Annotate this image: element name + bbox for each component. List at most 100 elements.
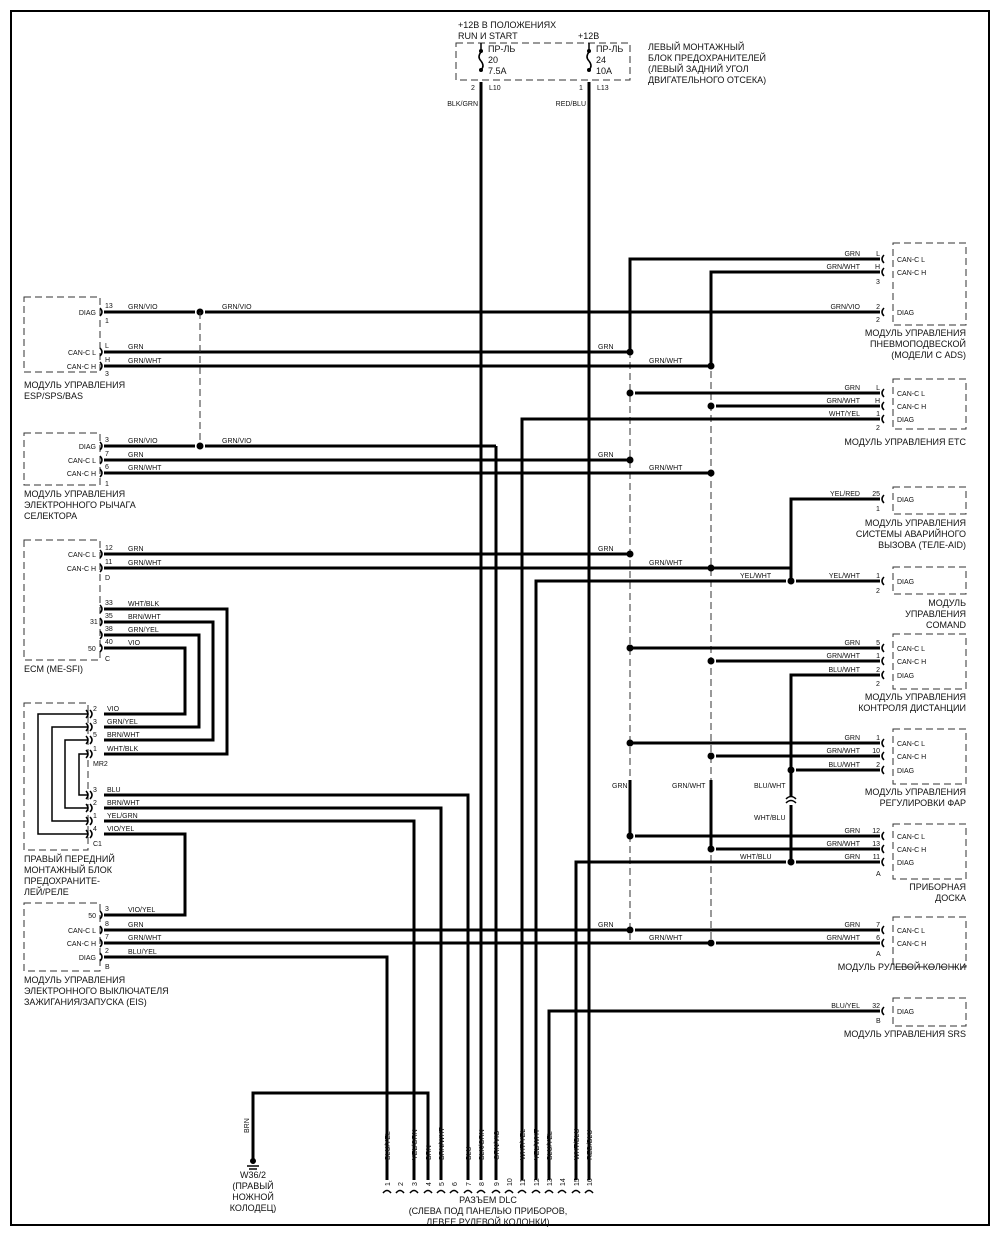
- wire-color-label: YEL/GRN: [107, 813, 138, 820]
- pin-function: CAN-C H: [897, 404, 926, 411]
- esp-module: [23, 296, 101, 373]
- pin-number: 7: [105, 451, 109, 458]
- dlc-pin-icon: [544, 1189, 554, 1194]
- fuse-terminal: [587, 68, 591, 72]
- pin-function: CAN-C L: [897, 646, 925, 653]
- teleaid-module-label: СИСТЕМЫ АВАРИЙНОГО: [856, 528, 966, 539]
- dlc-pin-number: 14: [560, 1178, 567, 1186]
- esp-module-label: ESP/SPS/BAS: [24, 391, 83, 401]
- fuse-label: ПР-ЛЬ: [596, 44, 623, 54]
- connector-id: 2: [876, 425, 880, 432]
- ground-icon: [250, 1158, 256, 1164]
- dlc-wire-label: WHT/YEL: [520, 1129, 527, 1160]
- pin-number: 1: [93, 746, 97, 753]
- connector-pin-icon: [99, 952, 103, 962]
- dlc-pin-number: 8: [479, 1182, 486, 1186]
- wire-color-label: GRN: [844, 854, 860, 861]
- pin-number: H: [875, 398, 880, 405]
- pin-function: 31: [90, 619, 98, 626]
- pin-number: H: [875, 264, 880, 271]
- pin-number: 11: [105, 559, 112, 566]
- grn-yel-wire: [104, 633, 201, 729]
- connector-pin-icon: [881, 765, 885, 775]
- internal-link: [64, 739, 88, 809]
- wire-color-label: GRN/WHT: [649, 465, 683, 472]
- ground-label: W36/2: [240, 1170, 266, 1180]
- wire-color-label: YEL/WHT: [829, 573, 861, 580]
- connector-pin-icon: [881, 831, 885, 841]
- wire-color-label: GRN: [128, 922, 144, 929]
- wire-color-label: GRN/WHT: [827, 398, 861, 405]
- etc-module-label: МОДУЛЬ УПРАВЛЕНИЯ ETC: [844, 437, 966, 447]
- connector-pin-icon: [89, 709, 93, 719]
- headlamp-module-label: МОДУЛЬ УПРАВЛЕНИЯ: [865, 787, 966, 797]
- pin-function: DIAG: [79, 955, 96, 962]
- pin-number: 5: [93, 732, 97, 739]
- cluster-module-label: ДОСКА: [935, 893, 966, 903]
- connector-pin-icon: [99, 361, 103, 371]
- pin-function: DIAG: [897, 1009, 914, 1016]
- selector-module-label: СЕЛЕКТОРА: [24, 511, 77, 521]
- pin-function: DIAG: [897, 417, 914, 424]
- pin-number: 1: [876, 735, 880, 742]
- pin-number: L: [876, 251, 880, 258]
- connector-id: 2: [876, 317, 880, 324]
- wht-blk-wire: [104, 607, 229, 756]
- connector-id: A: [876, 951, 881, 958]
- dlc-pin-icon: [517, 1189, 527, 1194]
- connector-pin-icon: [881, 670, 885, 680]
- wire-color-label: GRN/WHT: [827, 264, 861, 271]
- wire-color-label: BRN/WHT: [107, 800, 140, 807]
- dlc-pin-icon: [382, 1189, 392, 1194]
- wire-color-label: GRN: [128, 546, 144, 553]
- wire-color-label: GRN: [844, 828, 860, 835]
- blu-wire: [104, 793, 470, 1180]
- pin-number: L: [105, 343, 109, 350]
- connector-id: 1: [105, 481, 109, 488]
- pin-function: CAN-C H: [897, 270, 926, 277]
- dlc-pin-number: 10: [507, 1178, 514, 1186]
- dlc-pin-number: 6: [452, 1182, 459, 1186]
- wire-color-label: GRN/WHT: [128, 358, 162, 365]
- pin-number: 3: [105, 906, 109, 913]
- connector-pin-icon: [99, 307, 103, 317]
- wire-color-label: GRN/WHT: [128, 465, 162, 472]
- splice-dot: [626, 832, 634, 840]
- eis-module: [23, 902, 101, 972]
- teleaid-module-label: МОДУЛЬ УПРАВЛЕНИЯ: [865, 518, 966, 528]
- pin-number: 2: [105, 948, 109, 955]
- internal-link: [51, 726, 88, 822]
- pin-function: DIAG: [897, 497, 914, 504]
- wire-color-label: GRN/WHT: [649, 358, 683, 365]
- right-fuse-box-label: МОНТАЖНЫЙ БЛОК: [24, 864, 113, 875]
- pin-function: CAN-C L: [68, 458, 96, 465]
- wire-color-label: BRN/WHT: [107, 732, 140, 739]
- splice-dot: [626, 389, 634, 397]
- power-source-label: +12В В ПОЛОЖЕНИЯХ: [458, 20, 556, 30]
- connector-pin-icon: [99, 925, 103, 935]
- splice-dot: [707, 752, 715, 760]
- dlc-wire-label: YEL/WHT: [534, 1128, 541, 1160]
- wire-color-label: BLU/WHT: [829, 762, 861, 769]
- wire-color-label: GRN/WHT: [827, 748, 861, 755]
- splice-dot: [707, 402, 715, 410]
- connector-pin-icon: [881, 414, 885, 424]
- right-fuse-box-label: ПРЕДОХРАНИТЕ-: [24, 876, 100, 886]
- pin-number: 3: [93, 787, 97, 794]
- etc-module: [892, 378, 967, 430]
- connector-pin-icon: [89, 816, 93, 826]
- dlc-pin-icon: [436, 1189, 446, 1194]
- connector-id: 1: [105, 318, 109, 325]
- connector-inline-icon: [785, 795, 797, 804]
- dlc-pin-icon: [463, 1189, 473, 1194]
- selector-module-label: ЭЛЕКТРОННОГО РЫЧАГА: [24, 500, 136, 510]
- pin-number: 32: [872, 1003, 880, 1010]
- yel-red-wire: [789, 497, 880, 581]
- connector-pin-icon: [99, 910, 103, 920]
- splice-dot: [707, 939, 715, 947]
- wire-color-label: GRN/VIO: [128, 438, 158, 445]
- pin-function: DIAG: [897, 768, 914, 775]
- fuse-label: ПР-ЛЬ: [488, 44, 515, 54]
- wire-color-label: GRN: [844, 640, 860, 647]
- headlamp-module: [892, 728, 967, 785]
